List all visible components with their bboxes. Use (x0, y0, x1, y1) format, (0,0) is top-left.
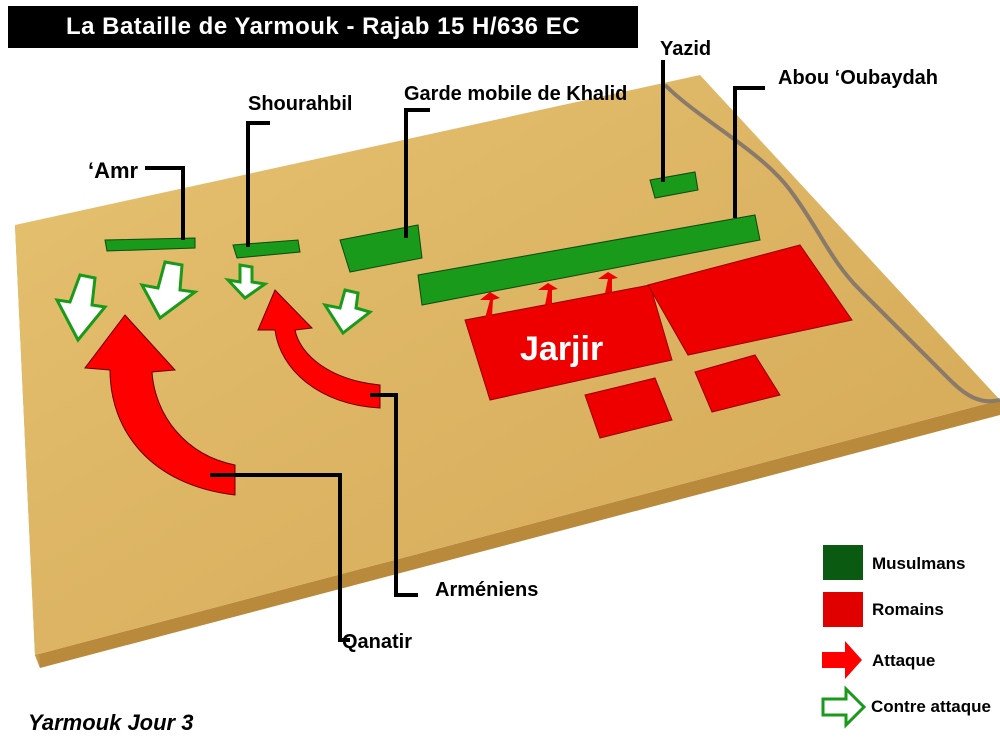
small-attack-arrows (480, 272, 618, 318)
attack-arrow-armeniens (257, 289, 381, 409)
legend-label-contre-attaque: Contre attaque (871, 697, 991, 716)
leader-lines (145, 60, 765, 642)
unit-amr (104, 237, 196, 252)
page-title: La Bataille de Yarmouk - Rajab 15 H/636 … (8, 6, 638, 48)
board-side-front (35, 400, 1000, 668)
label-khalid: Garde mobile de Khalid (404, 83, 627, 105)
legend-swatch-romains (823, 592, 863, 627)
legend-swatch-musulmans (823, 545, 863, 580)
label-jarjir: Jarjir (520, 330, 603, 368)
counter-attack-arrows (54, 260, 374, 343)
label-qanatir: Qanatir (342, 631, 412, 653)
river (663, 83, 1000, 404)
roman-units (464, 244, 853, 439)
legend-label-romains: Romains (872, 600, 944, 619)
footer-caption: Yarmouk Jour 3 (28, 710, 194, 735)
unit-jarjir (464, 284, 673, 401)
legend: Musulmans Romains Attaque Contre attaque (821, 545, 991, 729)
unit-roman-small-1 (584, 377, 673, 439)
unit-abou-oubaydah (417, 214, 761, 306)
label-amr: ‘Amr (88, 158, 139, 183)
label-yazid: Yazid (660, 38, 711, 60)
unit-roman-small-2 (694, 354, 781, 413)
unit-khalid (339, 224, 423, 273)
legend-label-musulmans: Musulmans (872, 554, 966, 573)
attack-arrow-qanatir (84, 314, 236, 496)
legend-attack-arrow-icon (822, 641, 862, 679)
label-armeniens: Arméniens (435, 579, 538, 601)
legend-label-attaque: Attaque (872, 651, 935, 670)
legend-counter-attack-arrow-icon (821, 685, 867, 729)
unit-roman-right (647, 244, 853, 356)
label-shourahbil: Shourahbil (248, 93, 352, 115)
label-abou-oubaydah: Abou ‘Oubaydah (778, 67, 938, 89)
